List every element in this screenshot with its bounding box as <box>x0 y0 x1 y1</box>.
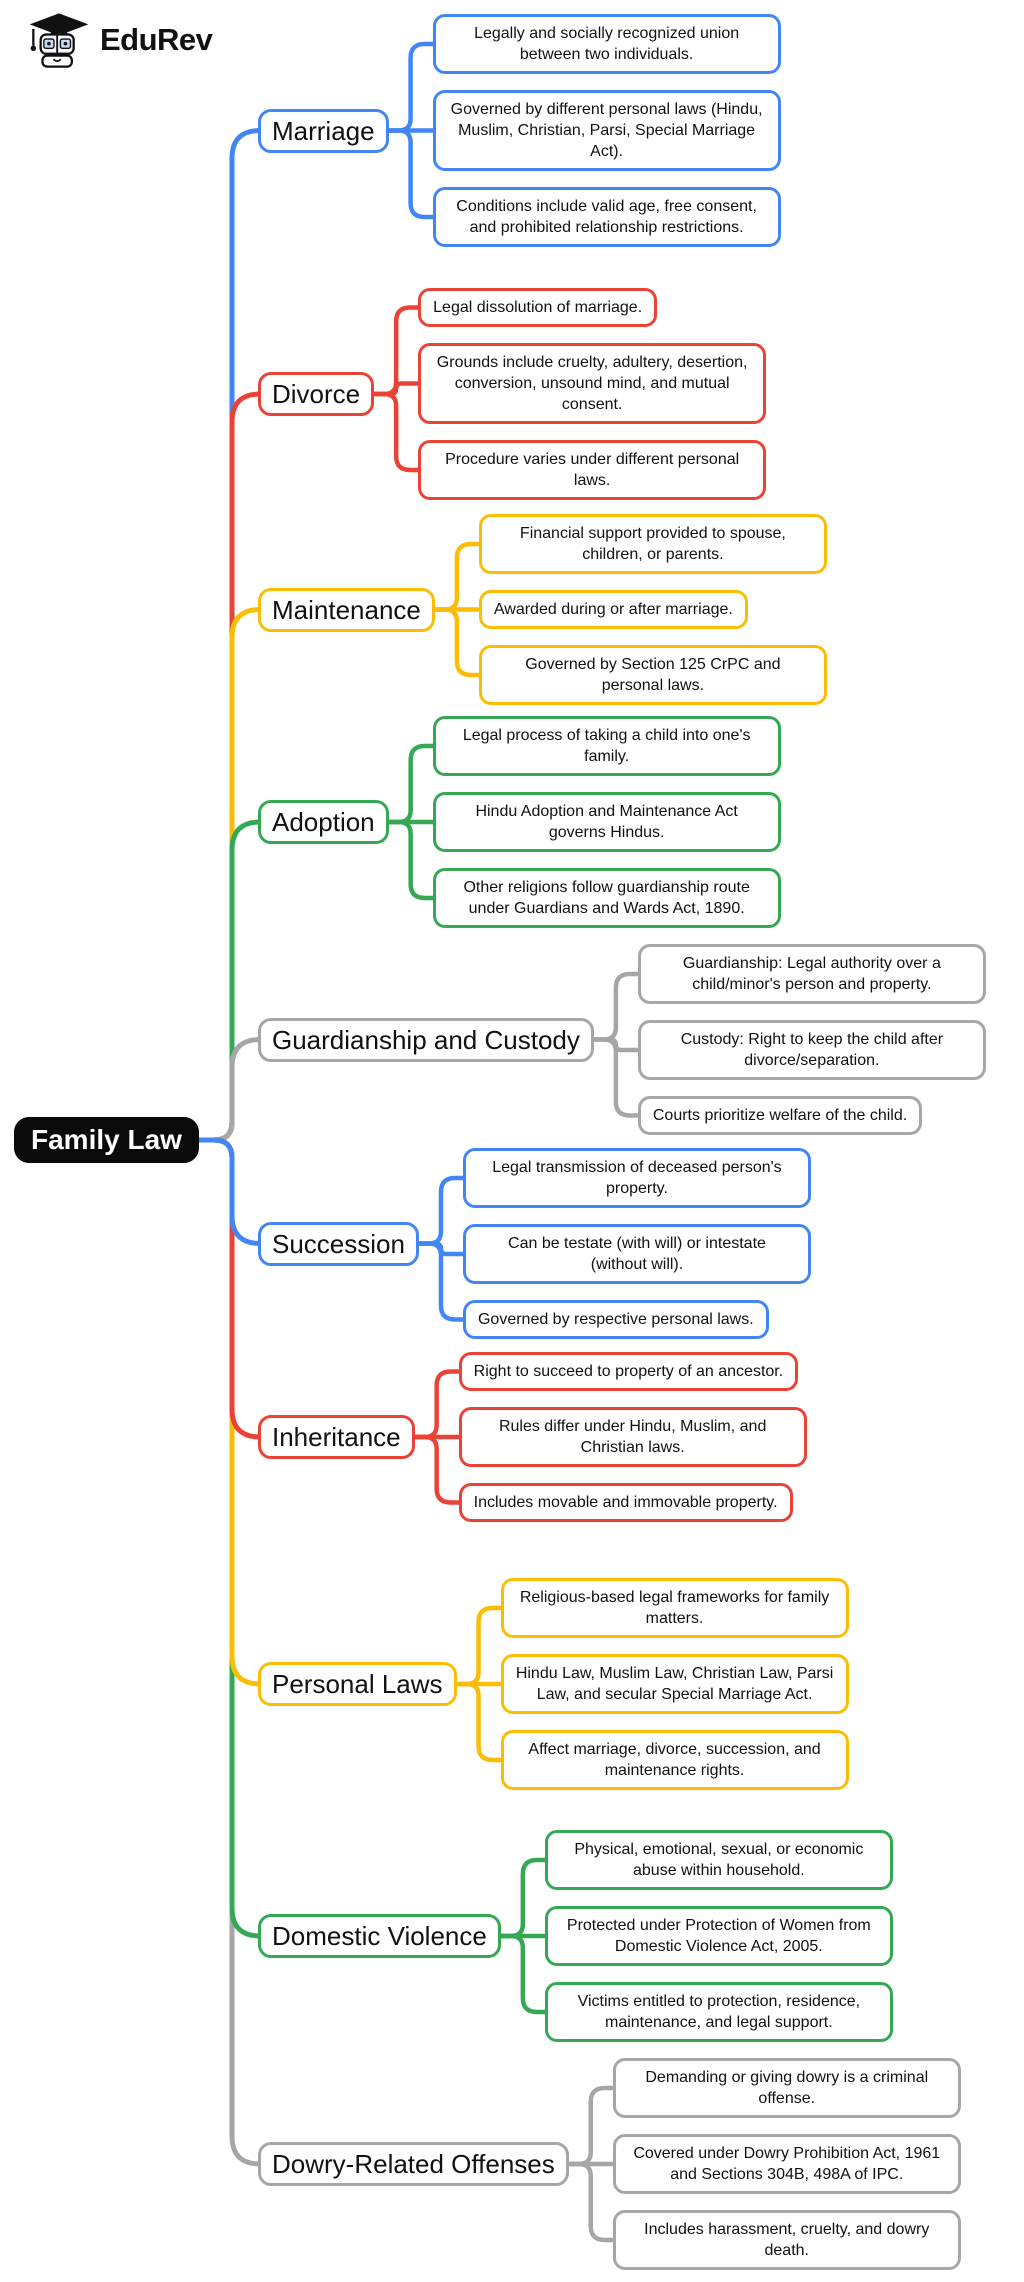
leaf-column: Legal process of taking a child into one… <box>432 716 781 928</box>
leaf-node: Religious-based legal frameworks for fam… <box>500 1578 849 1638</box>
leaf-node: Includes harassment, cruelty, and dowry … <box>612 2210 961 2270</box>
branch-label-domestic-violence: Domestic Violence <box>258 1914 501 1958</box>
leaf-column: Legally and socially recognized union be… <box>432 14 781 247</box>
leaf-column: Religious-based legal frameworks for fam… <box>500 1578 849 1790</box>
leaf-node: Can be testate (with will) or intestate … <box>462 1224 811 1284</box>
leaf-node: Grounds include cruelty, adultery, deser… <box>418 343 767 424</box>
graduation-cap-robot-icon <box>29 13 89 68</box>
leaf-column: Legal transmission of deceased person's … <box>462 1148 811 1339</box>
leaf-node: Physical, emotional, sexual, or economic… <box>544 1830 893 1890</box>
leaf-node: Legal transmission of deceased person's … <box>462 1148 811 1208</box>
leaf-node: Right to succeed to property of an ances… <box>458 1352 799 1391</box>
branch-maintenance: Maintenance Financial support provided t… <box>258 514 827 705</box>
leaf-node: Hindu Adoption and Maintenance Act gover… <box>432 792 781 852</box>
branch-label-succession: Succession <box>258 1221 419 1266</box>
branch-guardianship-and-custody: Guardianship and Custody Guardianship: L… <box>258 944 986 1135</box>
branch-divorce: Divorce Legal dissolution of marriage. G… <box>258 288 767 500</box>
leaf-column: Right to succeed to property of an ances… <box>458 1352 807 1522</box>
leaf-node: Rules differ under Hindu, Muslim, and Ch… <box>458 1407 807 1467</box>
leaf-node: Governed by different personal laws (Hin… <box>432 90 781 171</box>
leaf-node: Conditions include valid age, free conse… <box>432 187 781 247</box>
leaf-node: Legal process of taking a child into one… <box>432 716 781 776</box>
leaf-node: Guardianship: Legal authority over a chi… <box>637 944 986 1004</box>
leaf-node: Governed by Section 125 CrPC and persona… <box>478 645 827 705</box>
leaf-column: Guardianship: Legal authority over a chi… <box>637 944 986 1135</box>
branch-personal-laws: Personal Laws Religious-based legal fram… <box>258 1578 849 1790</box>
leaf-column: Legal dissolution of marriage. Grounds i… <box>418 288 767 500</box>
branch-label-personal-laws: Personal Laws <box>258 1662 457 1706</box>
leaf-node: Protected under Protection of Women from… <box>544 1906 893 1966</box>
branch-label-dowry-related-offenses: Dowry-Related Offenses <box>258 2142 569 2186</box>
leaf-column: Financial support provided to spouse, ch… <box>478 514 827 705</box>
branch-label-inheritance: Inheritance <box>258 1415 415 1459</box>
leaf-node: Awarded during or after marriage. <box>478 590 748 629</box>
leaf-node: Affect marriage, divorce, succession, an… <box>500 1730 849 1790</box>
leaf-node: Custody: Right to keep the child after d… <box>637 1020 986 1080</box>
leaf-column: Demanding or giving dowry is a criminal … <box>612 2058 961 2270</box>
branch-label-marriage: Marriage <box>258 108 389 153</box>
branch-label-guardianship-and-custody: Guardianship and Custody <box>258 1017 594 1062</box>
leaf-node: Hindu Law, Muslim Law, Christian Law, Pa… <box>500 1654 849 1714</box>
branch-adoption: Adoption Legal process of taking a child… <box>258 716 781 928</box>
edurev-logo: EduRev <box>26 10 213 70</box>
branch-domestic-violence: Domestic Violence Physical, emotional, s… <box>258 1830 893 2042</box>
branch-label-adoption: Adoption <box>258 800 389 844</box>
branch-dowry-related-offenses: Dowry-Related Offenses Demanding or givi… <box>258 2058 961 2270</box>
leaf-node: Financial support provided to spouse, ch… <box>478 514 827 574</box>
edurev-logo-text: EduRev <box>100 22 213 57</box>
branch-marriage: Marriage Legally and socially recognized… <box>258 14 781 247</box>
root-node-family-law: Family Law <box>14 1117 199 1163</box>
branch-label-divorce: Divorce <box>258 372 375 416</box>
branch-label-maintenance: Maintenance <box>258 587 435 632</box>
leaf-node: Legal dissolution of marriage. <box>418 288 658 327</box>
leaf-node: Covered under Dowry Prohibition Act, 196… <box>612 2134 961 2194</box>
leaf-node: Governed by respective personal laws. <box>462 1300 769 1339</box>
leaf-node: Courts prioritize welfare of the child. <box>637 1096 923 1135</box>
leaf-column: Physical, emotional, sexual, or economic… <box>544 1830 893 2042</box>
leaf-node: Includes movable and immovable property. <box>458 1483 793 1522</box>
branch-succession: Succession Legal transmission of decease… <box>258 1148 811 1339</box>
leaf-node: Demanding or giving dowry is a criminal … <box>612 2058 961 2118</box>
branch-inheritance: Inheritance Right to succeed to property… <box>258 1352 807 1522</box>
leaf-node: Victims entitled to protection, residenc… <box>544 1982 893 2042</box>
leaf-node: Other religions follow guardianship rout… <box>432 868 781 928</box>
leaf-node: Legally and socially recognized union be… <box>432 14 781 74</box>
leaf-node: Procedure varies under different persona… <box>418 440 767 500</box>
